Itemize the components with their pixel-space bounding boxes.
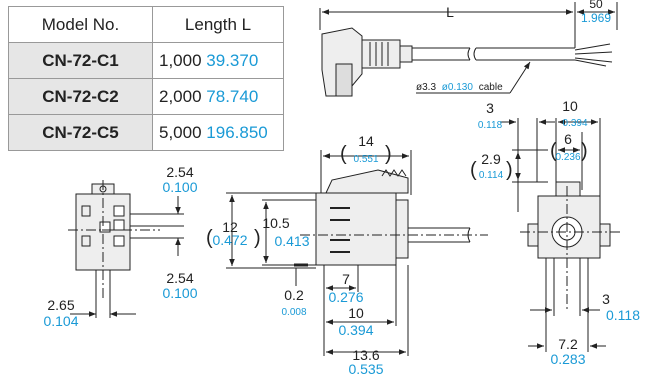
pitch-bottom-mm: 2.54 xyxy=(166,270,193,286)
connector-latch xyxy=(335,63,353,97)
w14-inch: 0.551 xyxy=(353,154,378,165)
d72-mm: 7.2 xyxy=(558,336,578,352)
connector-boot xyxy=(399,45,413,63)
svg-text:(: ( xyxy=(206,227,213,249)
length-inch: 39.370 xyxy=(206,50,259,70)
d7-mm: 7 xyxy=(342,271,350,287)
d136-inch: 0.535 xyxy=(348,361,383,377)
length-inch: 196.850 xyxy=(206,122,268,142)
h105-mm: 10.5 xyxy=(262,215,289,231)
pin-dim-inch: 0.104 xyxy=(43,313,78,329)
side-view xyxy=(226,150,488,356)
d10-end-inch: 0.394 xyxy=(562,118,587,129)
h105-inch: 0.413 xyxy=(274,233,309,249)
length-cell: 1,000 39.370 xyxy=(152,42,284,79)
svg-text:(: ( xyxy=(550,140,557,162)
end-view xyxy=(500,118,620,352)
d3-inch: 0.118 xyxy=(478,120,503,131)
table-row: CN-72-C5 5,000 196.850 xyxy=(8,114,284,151)
d10-inch: 0.394 xyxy=(338,322,373,338)
cable-callout: ø3.3 ø0.130 cable xyxy=(416,82,503,93)
front-view xyxy=(68,180,184,318)
model-cell: CN-72-C5 xyxy=(8,114,153,151)
length-mm: 2,000 xyxy=(159,86,202,106)
b3-mm: 3 xyxy=(602,291,610,307)
d7-inch: 0.276 xyxy=(328,289,363,305)
d136-mm: 13.6 xyxy=(352,347,379,363)
d72-inch: 0.283 xyxy=(550,351,585,367)
length-cell: 2,000 78.740 xyxy=(152,78,284,115)
w14-mm: 14 xyxy=(358,133,374,149)
side-body xyxy=(315,192,397,266)
table-row: CN-72-C1 1,000 39.370 xyxy=(8,42,284,79)
pitch-bottom-inch: 0.100 xyxy=(162,285,197,301)
length-header: Length L xyxy=(152,6,284,43)
pitch-top-mm: 2.54 xyxy=(166,164,193,180)
length-mm: 5,000 xyxy=(159,122,202,142)
h12-inch: 0.472 xyxy=(212,232,247,248)
d02-mm: 0.2 xyxy=(284,287,304,303)
model-header: Model No. xyxy=(8,6,153,43)
end-dim-inch: 1.969 xyxy=(581,11,611,25)
top-view xyxy=(319,2,618,97)
b3-inch: 0.118 xyxy=(606,307,640,323)
length-cell: 5,000 196.850 xyxy=(152,114,284,151)
svg-text:): ) xyxy=(254,227,261,249)
d10-mm: 10 xyxy=(348,305,364,321)
connector-grip xyxy=(361,39,401,69)
d29-inch: 0.114 xyxy=(479,170,504,181)
cable-inch: ø0.130 xyxy=(442,82,474,93)
table-row: CN-72-C2 2,000 78.740 xyxy=(8,78,284,115)
d3-mm: 3 xyxy=(486,100,494,116)
table-header-row: Model No. Length L xyxy=(8,6,284,43)
d29-mm: 2.9 xyxy=(481,151,501,167)
end-dim-mm: 50 xyxy=(589,0,603,11)
svg-text:(: ( xyxy=(470,159,477,181)
d02-inch: 0.008 xyxy=(281,307,306,318)
d10-end-mm: 10 xyxy=(562,98,578,114)
svg-text:): ) xyxy=(581,140,588,162)
cable-mm: ø3.3 xyxy=(416,82,436,93)
svg-text:(: ( xyxy=(340,143,347,165)
pitch-top-inch: 0.100 xyxy=(162,179,197,195)
d6-mm: 6 xyxy=(564,131,572,147)
lead-wire xyxy=(574,43,611,51)
svg-text:): ) xyxy=(385,143,392,165)
svg-text:): ) xyxy=(506,159,513,181)
reference-parens: () () () () xyxy=(206,140,588,249)
model-cell: CN-72-C2 xyxy=(8,78,153,115)
length-inch: 78.740 xyxy=(206,86,259,106)
h12-mm: 12 xyxy=(222,219,238,235)
d6-inch: 0.236 xyxy=(555,152,580,163)
length-mm: 1,000 xyxy=(159,50,202,70)
cable-word: cable xyxy=(479,82,503,93)
L-label: L xyxy=(446,4,454,20)
length-table: Model No. Length L CN-72-C1 1,000 39.370… xyxy=(8,6,284,151)
pin-dim-mm: 2.65 xyxy=(47,297,74,313)
